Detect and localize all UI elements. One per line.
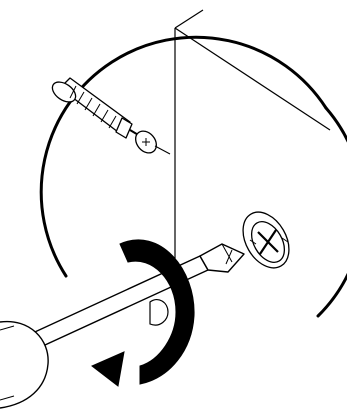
wall-panel-icon [174, 9, 331, 262]
screwdriver-handle-lines [0, 325, 15, 401]
detail-circle-icon [39, 35, 347, 318]
detail-circle-arc-right [316, 106, 347, 318]
wall-anchor-icon [51, 77, 171, 155]
screwdriver-tip-flutes [221, 243, 233, 265]
rotate-clockwise-icon [91, 239, 195, 387]
fastener-cross [257, 229, 279, 255]
screwdriver-handle [0, 320, 49, 409]
rotation-arrow-band [119, 239, 195, 385]
detail-circle-arc-left [39, 35, 328, 278]
anchor-ribs [69, 85, 117, 129]
screwdriver-icon [0, 243, 245, 409]
wall-panel-top-edge [174, 9, 204, 29]
anchor-end [51, 81, 77, 103]
rotation-arrow-gap [149, 299, 169, 326]
rotation-arrow-head [91, 351, 125, 387]
anchor-head-cross [142, 138, 150, 146]
mounted-fastener-icon [242, 211, 290, 269]
anchor-body [59, 77, 131, 136]
anchor-collar [115, 117, 133, 139]
screwdriver-tip [199, 243, 245, 273]
wall-panel-top-face [174, 27, 331, 131]
anchor-pointer [154, 145, 171, 155]
fastener-marks [249, 237, 289, 245]
